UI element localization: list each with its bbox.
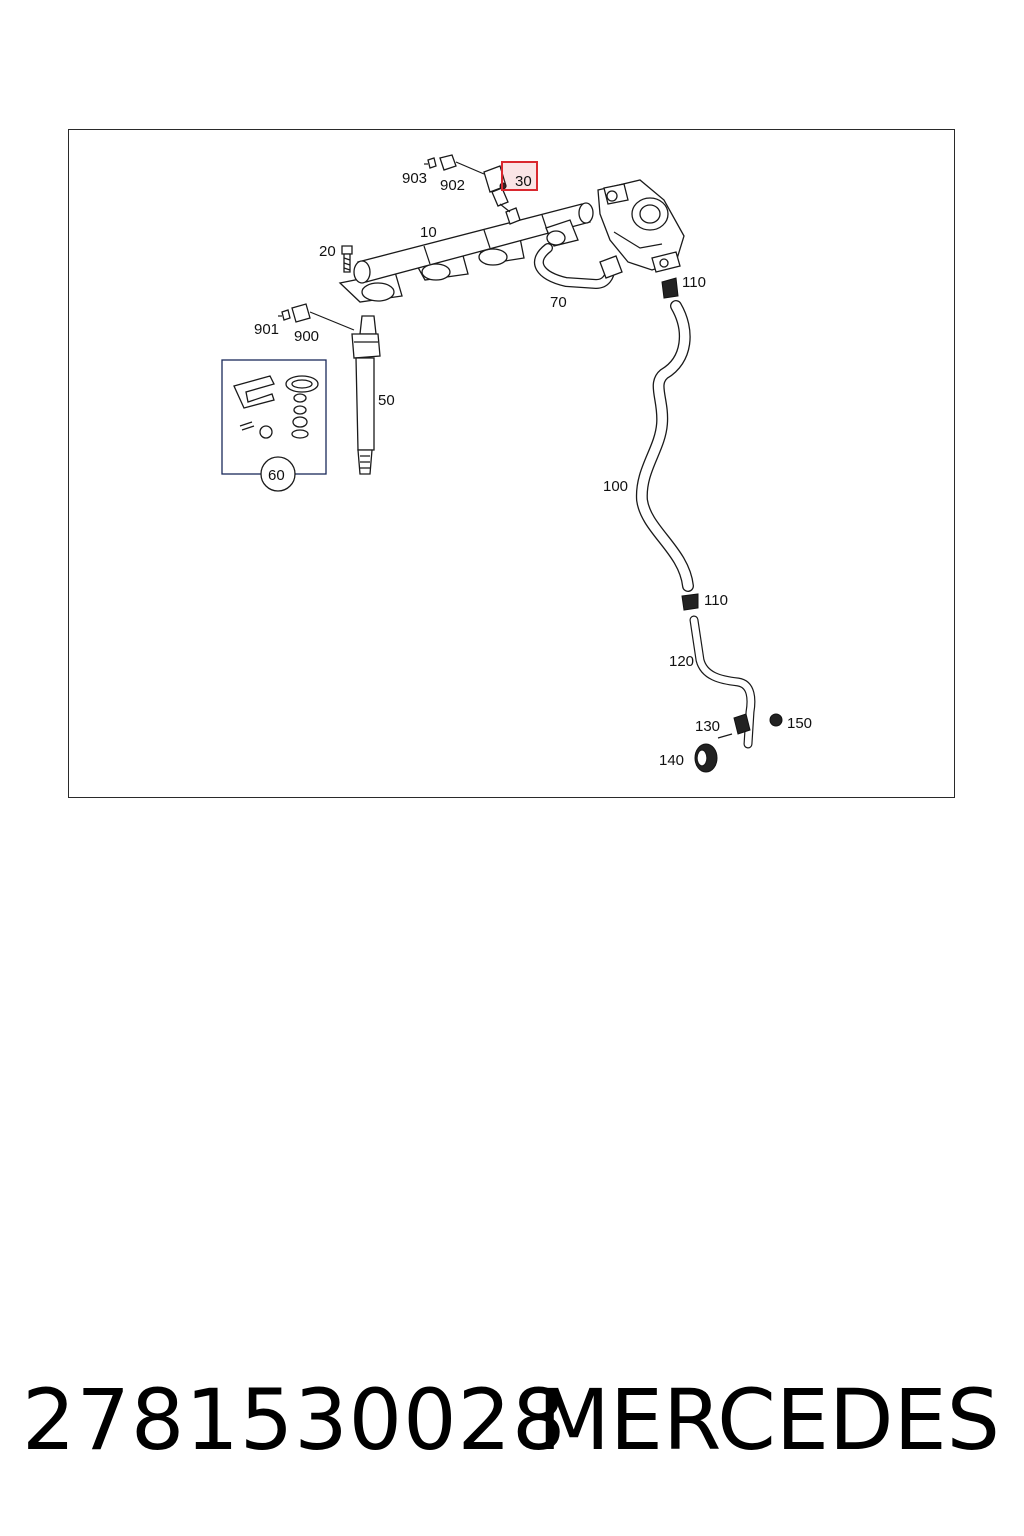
injector-50-part[interactable]	[351, 315, 381, 475]
callout-901: 901	[254, 321, 279, 338]
seal-kit-60-part[interactable]	[221, 359, 327, 492]
callout-70: 70	[550, 294, 567, 311]
callout-20: 20	[319, 243, 336, 260]
highlight-box-30	[501, 161, 538, 191]
callout-902: 902	[440, 177, 465, 194]
parts-diagram-frame	[68, 129, 955, 798]
callout-120: 120	[669, 653, 694, 670]
fuel-rail-part[interactable]	[338, 202, 594, 303]
bolt-150-part[interactable]	[769, 713, 783, 727]
part-number-text: 2781530028	[22, 1371, 567, 1469]
callout-110-upper: 110	[682, 274, 706, 291]
connector-902-part[interactable]	[439, 154, 485, 175]
callout-10: 10	[420, 224, 437, 241]
fuel-hose-100-part[interactable]	[635, 300, 694, 592]
callout-130: 130	[695, 718, 720, 735]
callout-140: 140	[659, 752, 684, 769]
fitting-130-part[interactable]	[717, 713, 751, 739]
callout-900: 900	[294, 328, 319, 345]
brand-name-text: MERCEDES	[537, 1371, 1000, 1469]
callout-150: 150	[787, 715, 812, 732]
clip-110-upper-part[interactable]	[661, 277, 679, 299]
callout-903: 903	[402, 170, 427, 187]
connector-901-part[interactable]	[278, 309, 291, 321]
high-pressure-pump-part[interactable]	[597, 179, 685, 273]
fuel-rail-exploded-diagram: 903 902 30 10 20 70 110 901 900 50 60 10…	[221, 154, 812, 773]
fuel-line-120-part[interactable]	[689, 615, 756, 749]
callout-50: 50	[378, 392, 395, 409]
footer-caption: 2781530028 MERCEDES	[0, 1365, 1024, 1475]
bolt-20-part[interactable]	[341, 245, 353, 273]
callout-30[interactable]: 30	[515, 173, 532, 190]
callout-60: 60	[268, 467, 285, 484]
connector-900-part[interactable]	[291, 303, 355, 331]
callout-110-lower: 110	[704, 592, 728, 609]
callout-100: 100	[603, 478, 628, 495]
connector-903-part[interactable]	[424, 157, 437, 169]
highlight-fill-30	[503, 163, 536, 189]
fuel-pipe-70-part[interactable]	[533, 243, 623, 289]
clip-110-lower-part[interactable]	[681, 593, 699, 611]
grommet-140-part[interactable]	[694, 743, 718, 773]
